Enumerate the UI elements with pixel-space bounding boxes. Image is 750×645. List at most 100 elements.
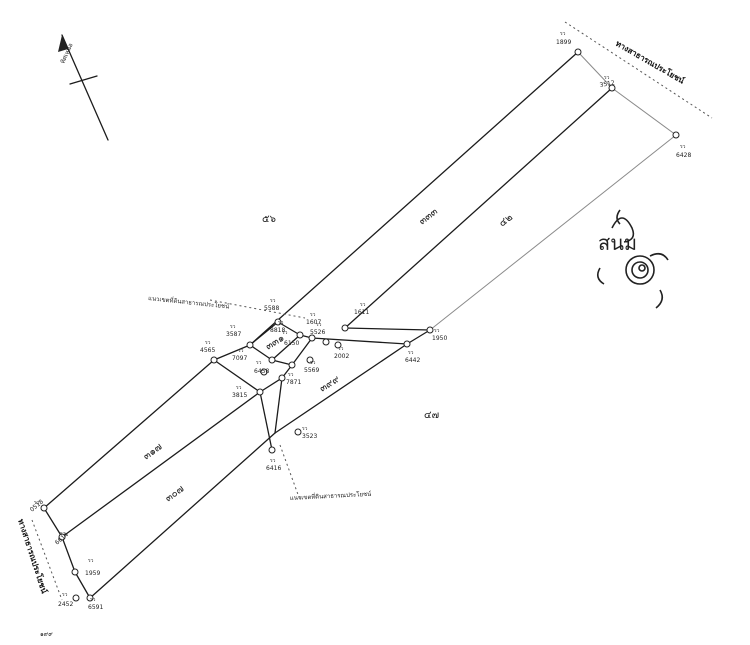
svg-text:7097: 7097: [232, 355, 247, 362]
svg-text:1959: 1959: [85, 570, 100, 577]
boundary-marker: รว 2002: [334, 341, 349, 360]
parcel-area-label: ๓๐๗: [163, 483, 186, 504]
svg-text:5569: 5569: [304, 367, 319, 374]
boundary-marker: รว 6416: [266, 446, 281, 472]
parcel-area-label: ๓๓๓: [417, 206, 440, 227]
parcel-area-label: ๕๖: [262, 214, 276, 225]
boundary-line: [406, 329, 431, 345]
boundary-line: [249, 51, 579, 346]
boundary-marker: รว 2452: [58, 592, 80, 608]
boundary-markers: รว 1899 รว 3512 รว 6428 รว 1611 รว 1607 …: [29, 31, 692, 611]
svg-text:รว: รว: [230, 324, 236, 330]
boundary-marker: รว 1607: [306, 312, 321, 342]
page-number: ๑๙๙: [40, 631, 53, 638]
svg-text:5526: 5526: [310, 329, 325, 336]
svg-text:รว: รว: [62, 592, 68, 598]
boundary-line: [274, 343, 408, 434]
boundary-marker: รว 3523: [294, 426, 317, 440]
svg-text:3512: 3512: [599, 79, 615, 89]
svg-text:รว: รว: [310, 360, 316, 366]
parcel-boundaries: [31, 21, 713, 601]
svg-text:3587: 3587: [226, 331, 241, 338]
boundary-marker: รว 1950: [426, 326, 447, 342]
boundary-line: [344, 327, 431, 331]
seal-text: สนม: [598, 231, 637, 255]
svg-text:รว: รว: [236, 385, 242, 391]
svg-text:รว: รว: [270, 458, 276, 464]
boundary-line: [249, 344, 273, 361]
svg-text:รว: รว: [270, 298, 276, 304]
svg-text:รว: รว: [338, 346, 344, 352]
boundary-marker: รว 6591: [86, 594, 103, 611]
road-edge: [564, 21, 713, 119]
svg-text:3815: 3815: [232, 392, 247, 399]
parcel-area-label: ๓๙๙: [318, 374, 342, 395]
road-label-top-right: ทางสาธารณประโยชน์: [614, 38, 687, 86]
boundary-marker: รว 6442: [403, 340, 420, 364]
svg-text:รว: รว: [360, 302, 366, 308]
boundary-marker: รว 3587: [226, 324, 254, 349]
svg-text:รว: รว: [90, 597, 96, 603]
svg-text:6442: 6442: [405, 357, 420, 364]
svg-text:7871: 7871: [286, 379, 301, 386]
north-arrow-icon: ทิศเหนือ: [58, 34, 109, 141]
boundary-marker: รว 0518: [29, 498, 48, 514]
road-edge: [611, 87, 677, 136]
svg-text:รว: รว: [408, 350, 414, 356]
boundary-marker: รว 7871: [278, 372, 301, 386]
svg-text:4565: 4565: [200, 347, 215, 354]
svg-text:รว: รว: [288, 372, 294, 378]
parcel-area-label: ๓๑๗: [141, 441, 164, 462]
svg-text:รว: รว: [680, 144, 686, 150]
svg-text:รว: รว: [256, 360, 262, 366]
svg-text:รว: รว: [238, 348, 244, 354]
boundary-marker: รว 1611: [341, 302, 369, 332]
official-seal-icon: สนม: [596, 209, 669, 309]
boundary-line: [291, 337, 313, 366]
boundary-line: [259, 391, 273, 451]
road-edge: [61, 536, 76, 573]
annotation-lower: แนวเขตที่ดินสาธารณประโยชน์: [290, 490, 372, 502]
boundary-marker: รว 3512: [599, 75, 616, 92]
road-edge: [43, 507, 63, 538]
svg-text:2002: 2002: [334, 353, 349, 360]
boundary-marker: รว 5569: [304, 356, 319, 374]
svg-text:รว: รว: [278, 320, 284, 326]
boundary-line: [277, 321, 301, 336]
boundary-marker: รว 8818: [270, 320, 304, 339]
boundary-marker: รว 1899: [556, 31, 582, 56]
svg-text:รว: รว: [604, 75, 610, 81]
svg-text:รว: รว: [560, 31, 566, 37]
svg-text:1607: 1607: [306, 319, 321, 326]
svg-text:รว: รว: [60, 531, 66, 537]
road-label-left: ทางสาธารณประโยชน์: [16, 518, 50, 595]
svg-text:รว: รว: [434, 328, 440, 334]
road-edge: [31, 519, 63, 601]
boundary-marker: รว 3815: [232, 385, 264, 399]
boundary-marker: รว 5588: [264, 298, 282, 326]
road-edge: [74, 571, 91, 599]
svg-text:รว: รว: [88, 558, 94, 564]
boundary-marker: รว 6428: [672, 131, 691, 159]
svg-text:3523: 3523: [302, 433, 317, 440]
svg-text:6416: 6416: [266, 465, 281, 472]
svg-text:6150: 6150: [284, 340, 299, 347]
svg-text:6591: 6591: [88, 604, 103, 611]
svg-text:รว: รว: [282, 330, 288, 336]
svg-text:1899: 1899: [556, 39, 571, 46]
boundary-line: [429, 134, 677, 331]
boundary-marker: รว 5526: [310, 322, 330, 346]
boundary-line: [259, 377, 283, 393]
boundary-line: [61, 391, 261, 538]
svg-text:1611: 1611: [354, 309, 369, 316]
boundary-marker: รว 1959: [71, 558, 100, 577]
boundary-marker: รว 4565: [200, 340, 218, 364]
boundary-marker: รว 6150: [282, 330, 299, 369]
svg-text:รว: รว: [205, 340, 211, 346]
public-land-line: [279, 444, 301, 501]
svg-text:รว: รว: [310, 312, 316, 318]
svg-text:1950: 1950: [432, 335, 447, 342]
boundary-marker: รว 7097: [232, 348, 276, 364]
boundary-line: [43, 359, 215, 509]
